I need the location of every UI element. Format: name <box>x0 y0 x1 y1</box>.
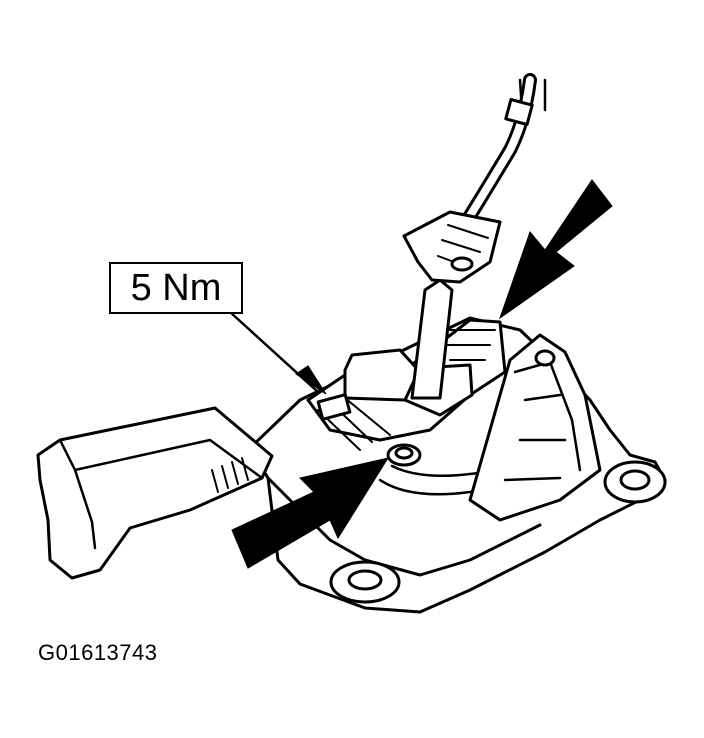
arrow-lower-left <box>231 457 390 569</box>
mounting-boss-right-hole <box>619 469 651 491</box>
pivot-bolt-inner <box>394 446 414 460</box>
left-bracket <box>36 406 274 580</box>
support-arm-pivot <box>534 349 556 367</box>
selector-latch <box>316 393 352 421</box>
cable-clip <box>504 97 534 127</box>
support-arm <box>468 333 602 522</box>
mounting-boss-front-hole <box>347 569 383 591</box>
cable-end-hole <box>450 256 474 272</box>
left-bracket-ribs <box>211 457 249 493</box>
selector-housing-detail <box>317 329 496 451</box>
cable-end-fitting <box>402 210 502 284</box>
base-plate-lip <box>266 476 542 577</box>
torque-spec-label: 5 Nm <box>109 262 243 314</box>
arrow-upper-right <box>499 179 613 320</box>
support-arm-web <box>503 360 582 482</box>
shift-lever-shaft <box>410 278 454 400</box>
figure-id: G01613743 <box>38 640 158 665</box>
torque-leader-arrowhead <box>295 365 327 395</box>
